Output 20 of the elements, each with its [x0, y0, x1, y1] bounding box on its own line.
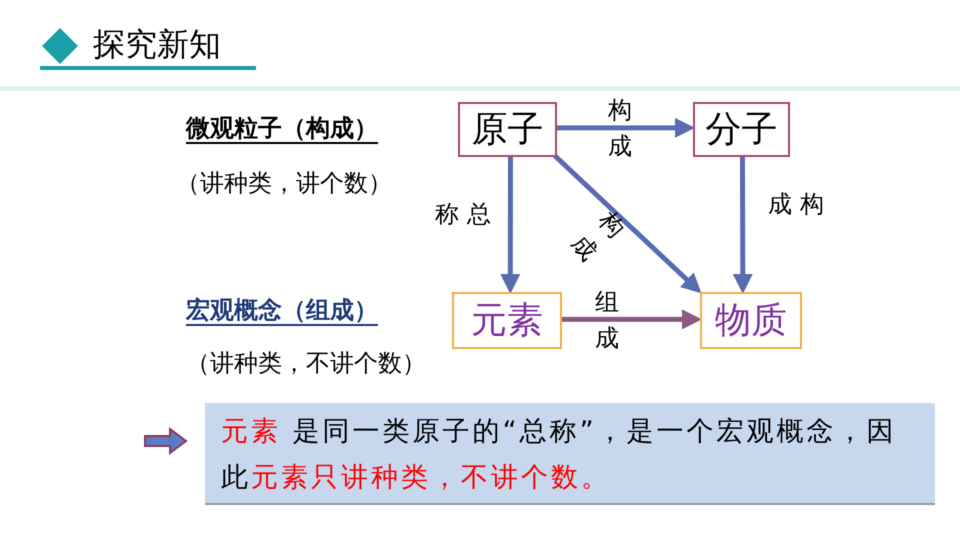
edge-label: 构成 — [607, 95, 633, 162]
edge-label: 成 构 — [767, 189, 825, 220]
arrow — [732, 157, 753, 294]
arrow — [557, 118, 695, 138]
process-box: 分子 — [693, 102, 790, 157]
process-box: 元素 — [452, 292, 562, 349]
note-box: 元素 是同一类原子的“总称”，是一个宏观概念，因此元素只讲种类，不讲个数。 — [205, 403, 935, 505]
edge-label: 称 总 — [434, 199, 492, 230]
arrow — [562, 309, 702, 330]
heading-label: 微观粒子（构成） — [186, 113, 379, 143]
arrow — [553, 154, 702, 294]
note-label: （讲种类，不讲个数） — [186, 348, 426, 378]
process-box: 原子 — [458, 102, 557, 157]
edge-label: 组成 — [594, 287, 620, 354]
heading-label: 宏观概念（组成） — [186, 295, 379, 325]
arrow — [144, 427, 188, 455]
edge-label: 构成 — [564, 205, 632, 268]
process-box: 物质 — [700, 292, 802, 349]
note-label: （讲种类，讲个数） — [176, 168, 392, 198]
title: 探究新知 — [93, 24, 221, 64]
